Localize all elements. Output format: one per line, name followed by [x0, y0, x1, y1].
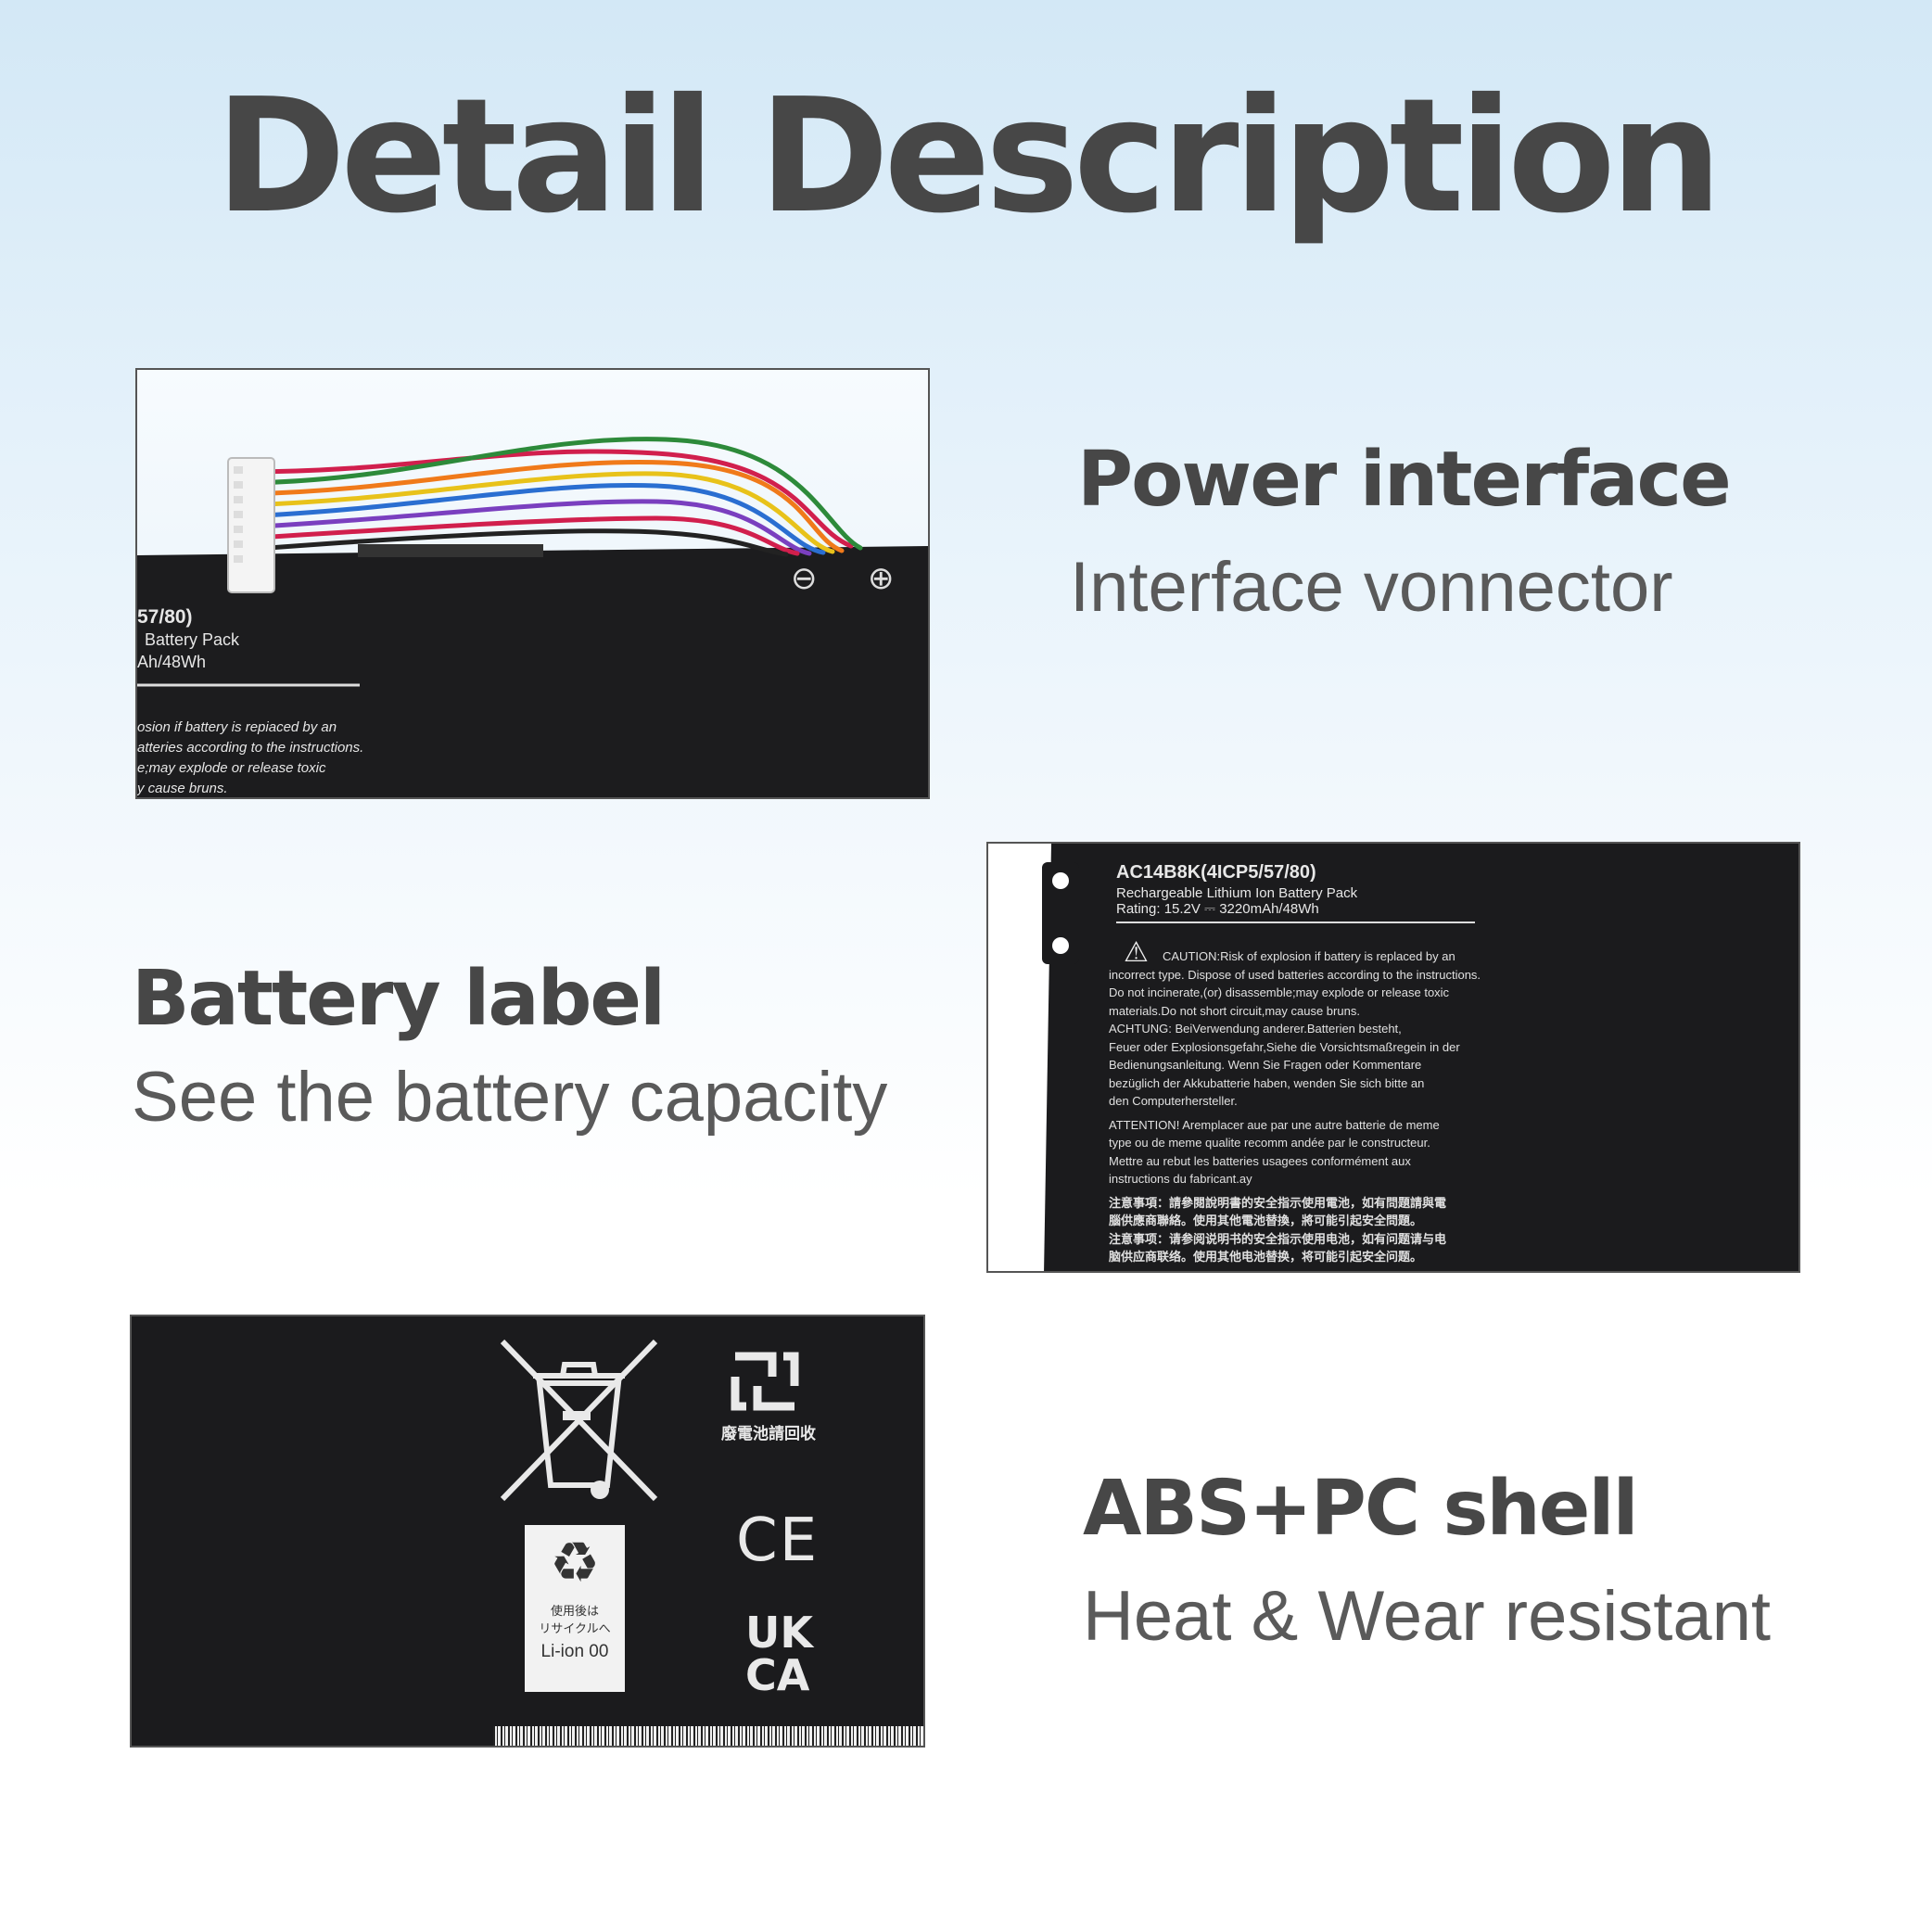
warning-line: incorrect type. Dispose of used batterie…: [1109, 967, 1481, 982]
recycle-symbol-icon: [731, 1352, 799, 1411]
section-heading: Power interface: [1077, 436, 1732, 524]
warning-line: CAUTION:Risk of explosion if battery is …: [1163, 949, 1455, 963]
warning-line: den Computerhersteller.: [1109, 1094, 1238, 1108]
section-heading: Battery label: [132, 955, 666, 1043]
warning-triangle-icon: ⚠: [1124, 937, 1149, 968]
jp-label-line: Li-ion 00: [540, 1642, 609, 1661]
ukca-line: UK: [745, 1608, 813, 1658]
minus-terminal-icon: ⊖: [791, 561, 818, 596]
label-model-text: 57/80): [137, 606, 193, 628]
warning-line: bezüglich der Akkubatterie haben, wenden…: [1109, 1075, 1425, 1090]
warning-line: ATTENTION! Aremplacer aue par une autre …: [1109, 1117, 1440, 1132]
page-title: Detail Description: [215, 65, 1722, 248]
plus-terminal-icon: ⊕: [868, 561, 895, 596]
battery-label-photo: ⚠ AC14B8K(4ICP5/57/80) Rechargeable Lith…: [986, 842, 1800, 1273]
weee-bin-icon: [500, 1339, 658, 1502]
jp-label-line: リサイクルへ: [539, 1621, 611, 1635]
section-subtitle: Interface vonnector: [1070, 548, 1673, 627]
ce-mark: CE: [736, 1506, 820, 1575]
label-rating-text: Ah/48Wh: [137, 653, 207, 671]
ukca-line: CA: [745, 1650, 810, 1700]
ukca-mark: UK CA: [745, 1611, 813, 1697]
warning-line: e;may explode or release toxic: [137, 760, 326, 776]
barcode: [493, 1726, 923, 1746]
recycle-arrows-icon: ♻: [550, 1532, 600, 1594]
warning-line: Do not incinerate,(or) disassemble;may e…: [1109, 985, 1450, 999]
battery-type: Rechargeable Lithium Ion Battery Pack: [1116, 885, 1358, 901]
warning-line: Feuer oder Explosionsgefahr,Siehe die Vo…: [1109, 1039, 1460, 1054]
warning-line: Bedienungsanleitung. Wenn Sie Fragen ode…: [1109, 1058, 1422, 1072]
battery-rating: Rating: 15.2V ⎓ 3220mAh/48Wh: [1116, 901, 1319, 917]
warning-line: 注意事项：请参阅说明书的安全指示使用电池，如有问题请与电: [1109, 1231, 1447, 1246]
section-subtitle: See the battery capacity: [132, 1058, 888, 1137]
section-heading: ABS+PC shell: [1083, 1465, 1639, 1553]
recycle-chinese-text: 廢電池請回收: [721, 1425, 816, 1443]
label-type-text: Battery Pack: [145, 630, 240, 649]
jp-label-line: 使用後は: [550, 1604, 599, 1618]
warning-line: ACHTUNG: BeiVerwendung anderer.Batterien…: [1109, 1022, 1402, 1036]
warning-line: Mettre au rebut les batteries usagees co…: [1109, 1153, 1411, 1168]
shell-photo: 廢電池請回收 CE UK CA ♻ 使用後は リサイクルへ Li-ion 00: [130, 1315, 925, 1748]
warning-line: y cause bruns.: [137, 781, 228, 796]
warning-line: 腦供應商聯絡。使用其他電池替換，將可能引起安全問題。: [1109, 1214, 1423, 1227]
model-number: AC14B8K(4ICP5/57/80): [1116, 862, 1316, 883]
jp-recycle-label: ♻ 使用後は リサイクルへ Li-ion 00: [525, 1525, 625, 1692]
connector-photo: ⊖ ⊕ 57/80) Battery Pack Ah/48Wh osion if…: [135, 368, 930, 799]
warning-line: osion if battery is repiaced by an: [137, 719, 337, 735]
warning-line: materials.Do not short circuit,may cause…: [1109, 1003, 1360, 1018]
warning-line: type ou de meme qualite recomm andée par…: [1109, 1136, 1430, 1150]
section-subtitle: Heat & Wear resistant: [1083, 1577, 1772, 1656]
warning-line: 脑供应商联络。使用其他电池替换，将可能引起安全问题。: [1109, 1250, 1423, 1264]
warning-line: 注意事項：請參閱說明書的安全指示使用電池，如有問題請與電: [1109, 1195, 1447, 1210]
warning-line: instructions du fabricant.ay: [1109, 1172, 1252, 1186]
warning-line: atteries according to the instructions.: [137, 740, 364, 756]
